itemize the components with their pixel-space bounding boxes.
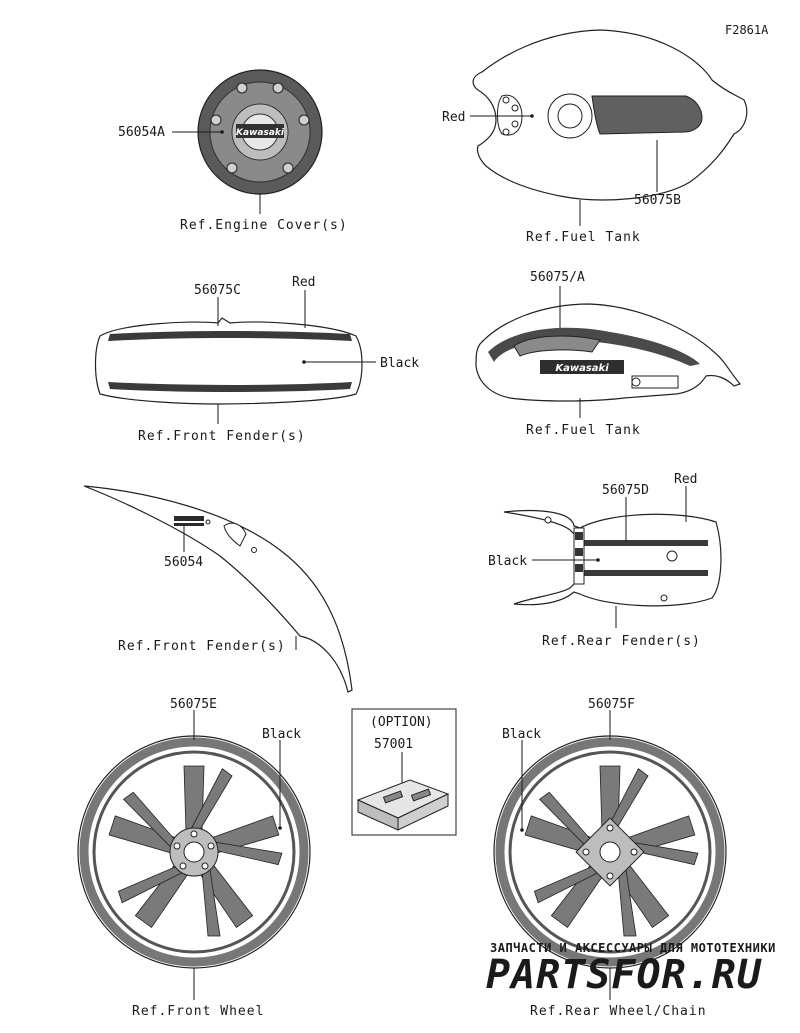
fuel-tank-side-panel: Kawasaki 56075/A Ref.Fuel Tank	[475, 270, 742, 438]
watermark-subtitle: ЗАПЧАСТИ И АКСЕССУАРЫ ДЛЯ МОТОТЕХНИКИ	[490, 941, 776, 955]
color-black-label-rear-fender: Black	[488, 554, 527, 569]
color-black-label-front-fender: Black	[380, 356, 419, 371]
part-number-56054A: 56054A	[118, 125, 165, 140]
front-wheel-drawing	[77, 735, 311, 969]
figure-code: F2861A	[725, 23, 769, 37]
ref-front-wheel: Ref.Front Wheel	[132, 1004, 264, 1019]
front-fender-side-drawing	[83, 485, 353, 693]
engine-cover-panel: Kawasaki 56054A Ref.Engine Cover(s)	[118, 69, 348, 233]
rear-wheel-panel: 56075F Black Ref.Rear Wheel/Chain	[493, 697, 727, 1019]
ref-rear-wheel-chain: Ref.Rear Wheel/Chain	[530, 1004, 707, 1019]
fuel-tank-top-panel: Red 56075B Ref.Fuel Tank	[442, 29, 748, 245]
watermark: ЗАПЧАСТИ И АКСЕССУАРЫ ДЛЯ МОТОТЕХНИКИ PA…	[486, 941, 776, 998]
ref-rear-fender: Ref.Rear Fender(s)	[542, 634, 701, 649]
part-number-56075B: 56075B	[634, 193, 681, 208]
part-number-56075D: 56075D	[602, 483, 649, 498]
color-red-label-tank: Red	[442, 110, 465, 125]
engine-cover-drawing: Kawasaki	[197, 69, 323, 195]
fuel-tank-side-badge: Kawasaki	[555, 363, 609, 374]
ref-front-fender-top: Ref.Front Fender(s)	[138, 429, 306, 444]
part-number-57001: 57001	[374, 737, 413, 752]
engine-cover-badge: Kawasaki	[236, 128, 285, 138]
part-number-56075-A: 56075/A	[530, 270, 585, 285]
option-box-title: (OPTION)	[370, 715, 433, 730]
rear-fender-panel: 56075D Red Black Ref.Rear Fender(s)	[488, 472, 722, 649]
ref-fuel-tank-top: Ref.Fuel Tank	[526, 230, 641, 245]
front-fender-top-drawing	[94, 317, 363, 405]
rear-wheel-drawing	[493, 735, 727, 969]
option-box-panel: (OPTION) 57001	[351, 708, 457, 836]
part-number-56054: 56054	[164, 555, 203, 570]
color-black-label-front-wheel: Black	[262, 727, 301, 742]
front-wheel-panel: 56075E Black Ref.Front Wheel	[77, 697, 311, 1019]
fuel-tank-top-drawing	[472, 29, 748, 201]
ref-front-fender-side: Ref.Front Fender(s)	[118, 639, 286, 654]
option-tool-drawing	[356, 779, 450, 831]
ref-engine-cover: Ref.Engine Cover(s)	[180, 218, 348, 233]
watermark-logo-text: PARTSFOR.RU	[486, 952, 762, 998]
part-number-56075C: 56075C	[194, 283, 241, 298]
ref-fuel-tank-side: Ref.Fuel Tank	[526, 423, 641, 438]
color-red-label-rear-fender: Red	[674, 472, 697, 487]
front-fender-side-panel: 56054 Ref.Front Fender(s)	[83, 485, 353, 693]
fuel-tank-side-drawing: Kawasaki	[475, 303, 742, 402]
part-number-56075E: 56075E	[170, 697, 217, 712]
color-red-label-front-fender: Red	[292, 275, 315, 290]
part-number-56075F: 56075F	[588, 697, 635, 712]
rear-fender-drawing	[503, 509, 722, 607]
color-black-label-rear-wheel: Black	[502, 727, 541, 742]
front-fender-top-panel: 56075C Red Black Ref.Front Fender(s)	[94, 275, 419, 444]
